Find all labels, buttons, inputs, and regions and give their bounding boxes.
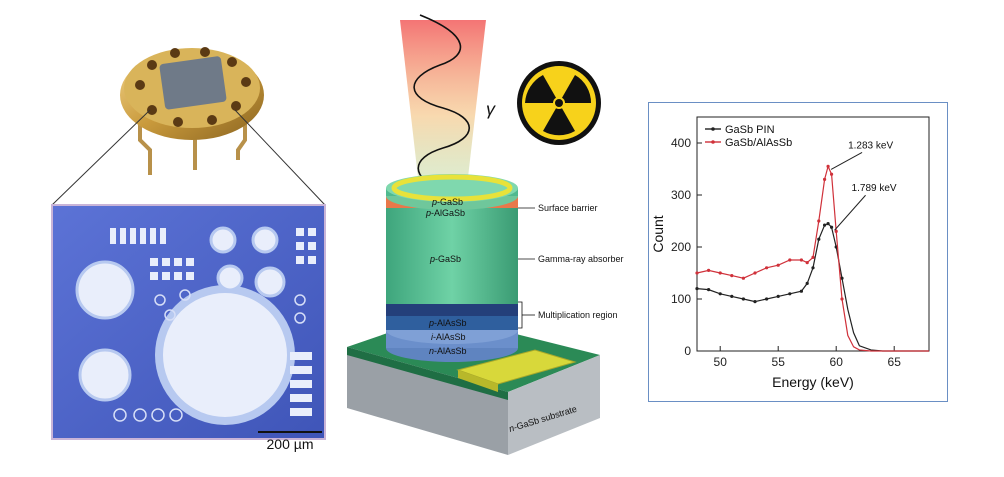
series-point-0 (840, 276, 844, 280)
series-point-0 (811, 266, 815, 270)
series-point-0 (718, 292, 722, 296)
plot-box (696, 116, 930, 352)
series-point-1 (834, 229, 838, 233)
series-point-1 (840, 297, 844, 301)
x-tick-label: 50 (714, 355, 728, 369)
device-pillar (386, 174, 518, 362)
to-package-photo (120, 47, 264, 175)
series-point-0 (817, 237, 821, 241)
gamma-symbol: γ (486, 99, 496, 119)
series-point-0 (776, 294, 780, 298)
y-tick-label: 100 (671, 292, 691, 306)
x-tick-label: 55 (772, 355, 786, 369)
plot-series (695, 164, 929, 352)
y-tick-label: 0 (684, 344, 691, 358)
series-point-1 (730, 274, 734, 278)
callout-absorber: Gamma-ray absorber (538, 254, 624, 264)
series-point-1 (753, 271, 757, 275)
annotation-arrow-1 (834, 194, 866, 231)
zoom-line-right (234, 109, 326, 206)
series-point-1 (741, 276, 745, 280)
layer-label-p-gasb-top: p-GaSb (431, 197, 463, 207)
x-axis-label: Energy (keV) (772, 374, 854, 390)
series-line-0 (696, 222, 929, 352)
series-point-0 (730, 294, 734, 298)
series-point-0 (823, 223, 827, 227)
series-point-1 (805, 261, 809, 265)
legend-label-0: GaSb PIN (725, 124, 775, 136)
series-point-0 (741, 297, 745, 301)
y-tick-label: 300 (671, 188, 691, 202)
callout-multiplication: Multiplication region (538, 310, 618, 320)
series-point-1 (695, 271, 699, 275)
annotation-arrow-0 (830, 151, 863, 170)
radiation-icon (517, 61, 601, 145)
series-point-0 (753, 300, 757, 304)
y-axis-label: Count (650, 215, 666, 252)
series-point-1 (826, 164, 830, 168)
series-point-1 (823, 177, 827, 181)
annotation-label-0: 1.283 keV (848, 140, 893, 151)
legend-marker-0 (711, 127, 715, 131)
series-point-1 (811, 255, 815, 259)
series-point-0 (799, 289, 803, 293)
series-point-1 (707, 268, 711, 272)
legend-marker-1 (711, 140, 715, 144)
series-point-0 (826, 222, 830, 226)
zoom-line-left (51, 109, 151, 206)
series-point-1 (765, 266, 769, 270)
layer-label-p-alassb: p-AlAsSb (428, 318, 467, 328)
layer-label-p-algasb: p-AlGaSb (425, 208, 465, 218)
y-tick-label: 400 (671, 136, 691, 150)
scale-bar-label: 200 µm (266, 436, 314, 452)
series-point-1 (776, 263, 780, 267)
series-point-0 (765, 297, 769, 301)
gamma-beam (400, 14, 486, 195)
series-point-1 (788, 258, 792, 262)
chip-micrograph (51, 204, 326, 440)
annotation-label-1: 1.789 keV (852, 183, 897, 194)
series-point-0 (805, 281, 809, 285)
device-callouts: Surface barrier Gamma-ray absorber Multi… (518, 203, 624, 329)
callout-surface-barrier: Surface barrier (538, 203, 598, 213)
layer-label-i-alassb: i-AlAsSb (431, 332, 466, 342)
series-point-1 (799, 258, 803, 262)
layer-label-p-gasb-absorber: p-GaSb (429, 254, 461, 264)
series-point-0 (695, 287, 699, 291)
layer-label-n-alassb: n-AlAsSb (429, 346, 467, 356)
series-point-1 (718, 271, 722, 275)
series-point-1 (829, 172, 834, 176)
x-tick-label: 65 (888, 355, 902, 369)
series-point-0 (788, 292, 792, 296)
x-tick-label: 60 (830, 355, 844, 369)
y-tick-label: 200 (671, 240, 691, 254)
series-point-1 (817, 219, 821, 223)
series-point-0 (829, 225, 834, 229)
legend-label-1: GaSb/AlAsSb (725, 137, 792, 149)
series-point-0 (707, 288, 711, 292)
plot-annotations: 1.283 keV 1.789 keV (830, 140, 897, 231)
